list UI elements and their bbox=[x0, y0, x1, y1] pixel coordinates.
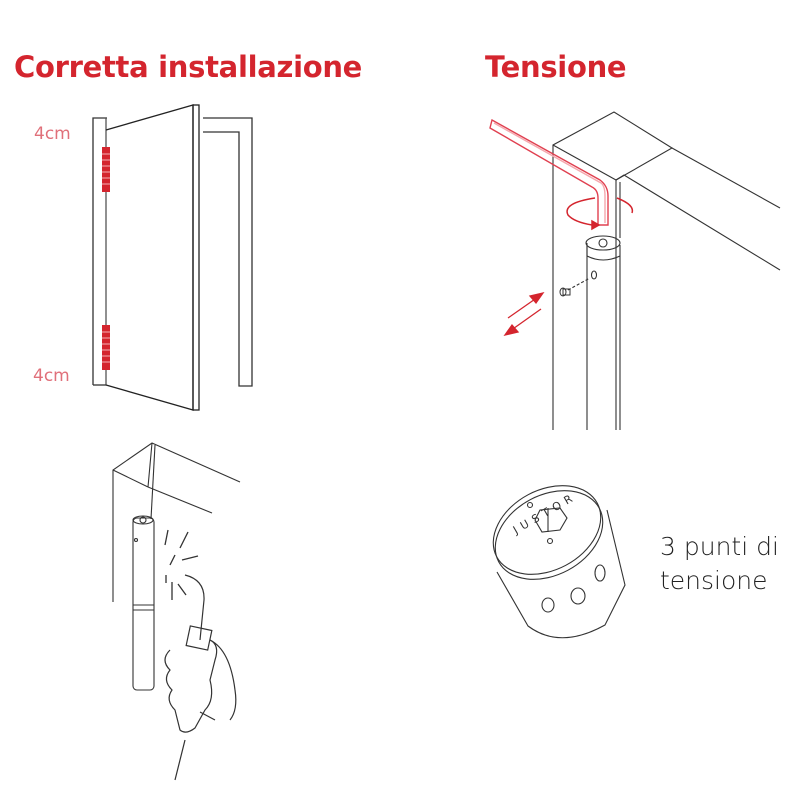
impact-lines-icon bbox=[164, 529, 199, 600]
tension-title: Tensione bbox=[485, 50, 627, 84]
allen-key-icon bbox=[489, 118, 609, 226]
caption-line-1: 3 punti di bbox=[660, 532, 779, 561]
tension-caption: 3 punti di tensione bbox=[660, 530, 779, 598]
rotate-arrow-icon bbox=[566, 197, 634, 231]
dimension-top-label: 4cm bbox=[34, 124, 71, 144]
cap-brand-text: JUSTOR bbox=[510, 490, 579, 537]
caption-line-2: tensione bbox=[660, 566, 768, 595]
dimension-bottom-label: 4cm bbox=[33, 366, 70, 386]
frame-corner-icon bbox=[552, 111, 781, 430]
installation-title: Corretta installazione bbox=[14, 50, 363, 84]
hammer-hand-icon bbox=[164, 574, 237, 781]
hammer-scene-icon bbox=[112, 442, 241, 691]
double-arrow-icon bbox=[503, 291, 545, 337]
screw-icon bbox=[559, 287, 571, 297]
hinge-icon bbox=[102, 147, 110, 370]
door-icon bbox=[92, 104, 253, 411]
tension-cap-icon bbox=[492, 485, 626, 639]
